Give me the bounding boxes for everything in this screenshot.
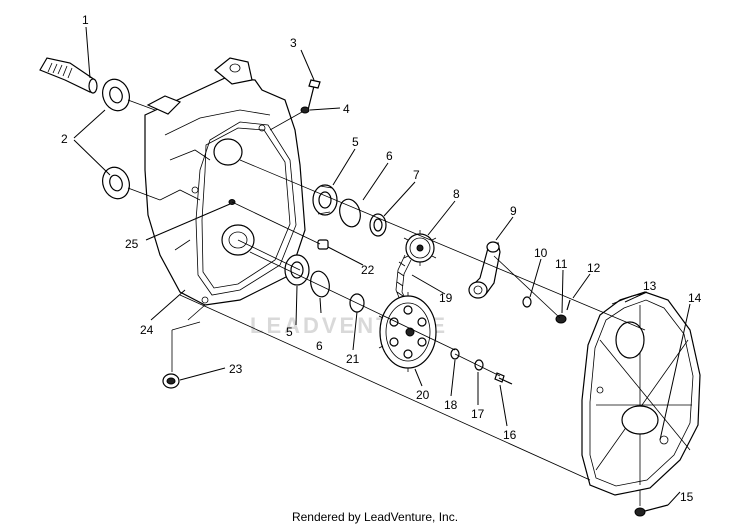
part-15-cover-bolt[interactable] xyxy=(634,504,669,517)
callout-10: 10 xyxy=(534,246,548,260)
callout-12: 12 xyxy=(587,261,601,275)
callout-6-lower: 6 xyxy=(316,339,323,353)
part-12-cotter-pin[interactable] xyxy=(566,299,571,311)
callout-5-upper: 5 xyxy=(352,135,359,149)
callout-9: 9 xyxy=(510,204,517,218)
part-2-seal-lower[interactable] xyxy=(98,164,133,203)
part-5-bearing-upper[interactable] xyxy=(312,184,338,216)
callout-7: 7 xyxy=(413,168,420,182)
part-6-ring-lower[interactable] xyxy=(308,269,332,299)
callout-6-upper: 6 xyxy=(386,149,393,163)
callout-14: 14 xyxy=(688,291,702,305)
part-5-bearing-lower[interactable] xyxy=(284,254,310,286)
callout-21: 21 xyxy=(346,352,360,366)
callout-18: 18 xyxy=(444,398,458,412)
part-17-washer[interactable] xyxy=(474,359,484,371)
callout-13: 13 xyxy=(643,279,657,293)
callout-15: 15 xyxy=(680,490,694,504)
part-9-tensioner-arm[interactable] xyxy=(468,241,501,299)
part-8-upper-sprocket[interactable] xyxy=(403,230,437,266)
part-19-chain[interactable] xyxy=(395,254,412,301)
callout-22: 22 xyxy=(361,263,375,277)
part-20-lower-sprocket[interactable] xyxy=(378,292,437,372)
part-13-cover-gasket[interactable] xyxy=(611,293,643,305)
part-6-ring-upper[interactable] xyxy=(337,197,364,229)
callout-24: 24 xyxy=(140,323,154,337)
callout-11: 11 xyxy=(555,257,568,271)
part-14-chaincase-cover[interactable] xyxy=(581,291,701,496)
part-1-shaft[interactable] xyxy=(39,57,98,94)
callout-16: 16 xyxy=(503,428,517,442)
part-22-spacer[interactable] xyxy=(317,239,329,250)
part-4-nut[interactable] xyxy=(300,106,310,114)
callout-2: 2 xyxy=(61,132,68,146)
part-2-seal-upper[interactable] xyxy=(98,76,133,115)
callout-3: 3 xyxy=(290,36,297,50)
callouts: 1 2 3 4 5 6 7 8 9 10 11 12 13 14 15 16 1… xyxy=(61,13,702,504)
callout-19: 19 xyxy=(439,291,453,305)
part-7-bushing[interactable] xyxy=(369,213,387,237)
part-23-drain-plug[interactable] xyxy=(162,373,180,389)
assembly-lines xyxy=(127,99,646,506)
callout-1: 1 xyxy=(82,13,89,27)
part-10-washer[interactable] xyxy=(522,296,532,308)
footer-credit: Rendered by LeadVenture, Inc. xyxy=(291,510,459,524)
callout-23: 23 xyxy=(229,362,243,376)
callout-5-lower: 5 xyxy=(286,325,293,339)
callout-25: 25 xyxy=(125,237,139,251)
callout-17: 17 xyxy=(471,407,485,421)
callout-4: 4 xyxy=(343,102,350,116)
part-16-bolt[interactable] xyxy=(494,372,513,385)
part-24-chaincase-housing[interactable] xyxy=(144,57,306,306)
callout-leaders xyxy=(73,26,691,506)
part-3-bolt[interactable] xyxy=(307,79,321,111)
callout-8: 8 xyxy=(453,187,460,201)
callout-20: 20 xyxy=(416,388,430,402)
